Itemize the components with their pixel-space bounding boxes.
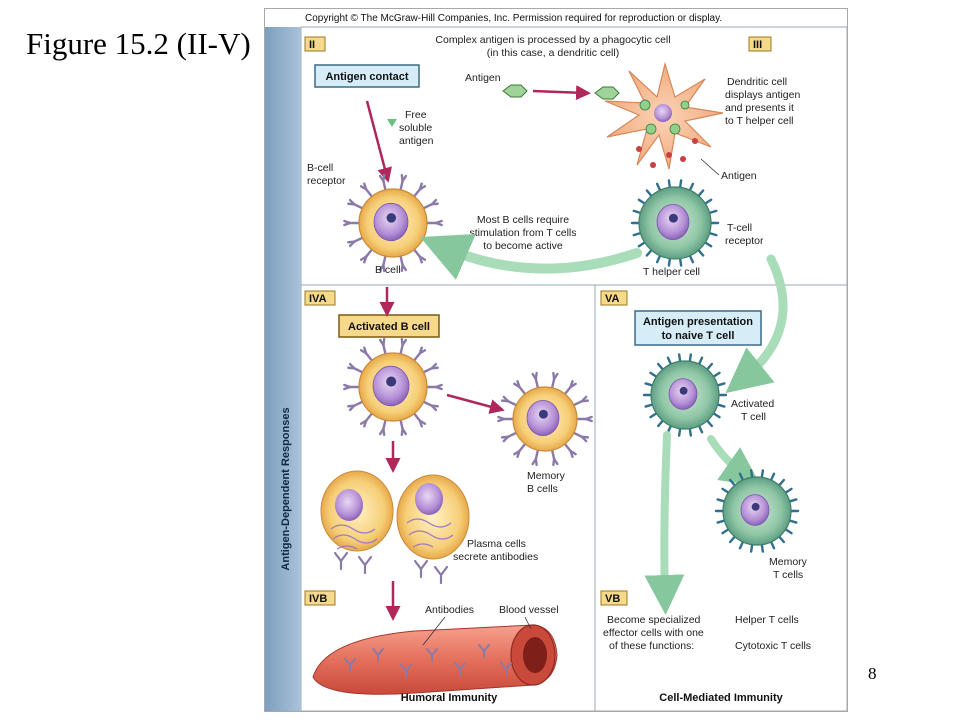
svg-text:III: III (753, 39, 762, 51)
antigen-label: Antigen (465, 72, 501, 84)
dendritic-line4: to T helper cell (725, 115, 794, 127)
free-antigen-line1: Free (405, 109, 427, 121)
panel-tag-iva: IVA (304, 290, 336, 306)
dendritic-line2: displays antigen (725, 89, 800, 101)
plasma-line2: secrete antibodies (453, 551, 538, 563)
t-helper-label: T helper cell (643, 266, 700, 278)
svg-text:IVA: IVA (309, 293, 327, 305)
plasma-cells (320, 470, 470, 560)
side-label-bar (265, 27, 301, 711)
humoral-immunity-label: Humoral Immunity (401, 692, 498, 704)
plasma-line1: Plasma cells (467, 538, 526, 550)
memory-t-cell (714, 469, 800, 553)
dendritic-line3: and presents it (725, 102, 794, 114)
antigen-leader-line (700, 158, 720, 176)
b-cell (343, 173, 443, 273)
top-caption-line2: (in this case, a dendritic cell) (487, 47, 619, 59)
antibodies-free (333, 551, 449, 585)
arrow-contact-to-bcell (365, 100, 392, 183)
copyright-strip (265, 9, 847, 27)
arrow-thelper-to-activated-t (725, 254, 788, 394)
memory-b-line2: B cells (527, 483, 558, 495)
svg-text:IVB: IVB (309, 593, 327, 605)
t-helper-cell (630, 179, 720, 267)
stimulation-line3: to become active (483, 240, 563, 252)
memory-b-line1: Memory (527, 470, 566, 482)
svg-text:VA: VA (605, 293, 620, 305)
free-antigen-line3: antigen (399, 135, 434, 147)
svg-text:II: II (309, 39, 315, 51)
arrow-thelper-to-bcell (420, 234, 642, 280)
svg-text:Activated B cell: Activated B cell (348, 321, 430, 333)
activated-b-box: Activated B cell (338, 314, 440, 338)
helper-t-label: Helper T cells (735, 614, 799, 626)
side-label: Antigen-Dependent Responses (280, 407, 292, 570)
activated-t-cell (642, 353, 728, 437)
copyright-text: Copyright © The McGraw-Hill Companies, I… (305, 13, 722, 24)
panel-tag-ivb: IVB (304, 590, 336, 606)
antigen-label-2: Antigen (721, 170, 757, 182)
activated-t-line1: Activated (731, 398, 774, 410)
memory-t-line2: T cells (773, 569, 803, 581)
antigen-contact-box: Antigen contact (314, 64, 420, 88)
vessel-leader (524, 616, 532, 630)
antibodies-label: Antibodies (425, 604, 474, 616)
top-caption-line1: Complex antigen is processed by a phagoc… (435, 34, 670, 46)
memory-b-cell (497, 371, 593, 467)
effector-line2: effector cells with one (603, 627, 704, 639)
svg-text:to naive T cell: to naive T cell (662, 330, 735, 342)
page-number: 8 (868, 664, 877, 683)
dendritic-cell (604, 61, 724, 170)
b-cell-label: B cell (375, 264, 401, 276)
svg-text:Antigen contact: Antigen contact (325, 71, 408, 83)
slide-title: Figure 15.2 (II-V) (26, 26, 251, 61)
antigen-shape (502, 84, 528, 98)
free-antigen-icon (387, 119, 397, 127)
cytotoxic-t-label: Cytotoxic T cells (735, 640, 811, 652)
arrow-to-memory-t (707, 435, 762, 487)
blood-vessel (312, 624, 558, 695)
svg-text:VB: VB (605, 593, 620, 605)
blood-vessel-label: Blood vessel (499, 604, 559, 616)
effector-line3: of these functions: (609, 640, 694, 652)
svg-text:Antigen presentation: Antigen presentation (643, 316, 753, 328)
dendritic-line1: Dendritic cell (727, 76, 787, 88)
bcell-receptor-line2: receptor (307, 175, 346, 187)
panel-tag-ii: II (304, 36, 326, 52)
stimulation-line1: Most B cells require (477, 214, 569, 226)
effector-line1: Become specialized (607, 614, 701, 626)
antigen-shape-2 (594, 86, 620, 100)
panel-tag-iii: III (748, 36, 772, 52)
activated-b-cell (343, 337, 443, 437)
stimulation-line2: stimulation from T cells (470, 227, 577, 239)
cell-mediated-immunity-label: Cell-Mediated Immunity (659, 692, 783, 704)
antibodies-leader (422, 616, 446, 646)
panel-tag-va: VA (600, 290, 628, 306)
antigen-presentation-box: Antigen presentation to naive T cell (634, 310, 762, 346)
activated-t-line2: T cell (741, 411, 766, 423)
arrow-to-effector (644, 431, 685, 615)
arrow-to-memory-b (446, 393, 505, 414)
free-antigen-line2: soluble (399, 122, 432, 134)
tcell-receptor-line2: receptor (725, 235, 764, 247)
tcell-receptor-line1: T-cell (727, 222, 752, 234)
panel-tag-vb: VB (600, 590, 628, 606)
bcell-receptor-line1: B-cell (307, 162, 333, 174)
arrow-antigen-to-dendritic (532, 85, 591, 101)
figure-15-2: Copyright © The McGraw-Hill Companies, I… (264, 8, 848, 712)
memory-t-line1: Memory (769, 556, 808, 568)
